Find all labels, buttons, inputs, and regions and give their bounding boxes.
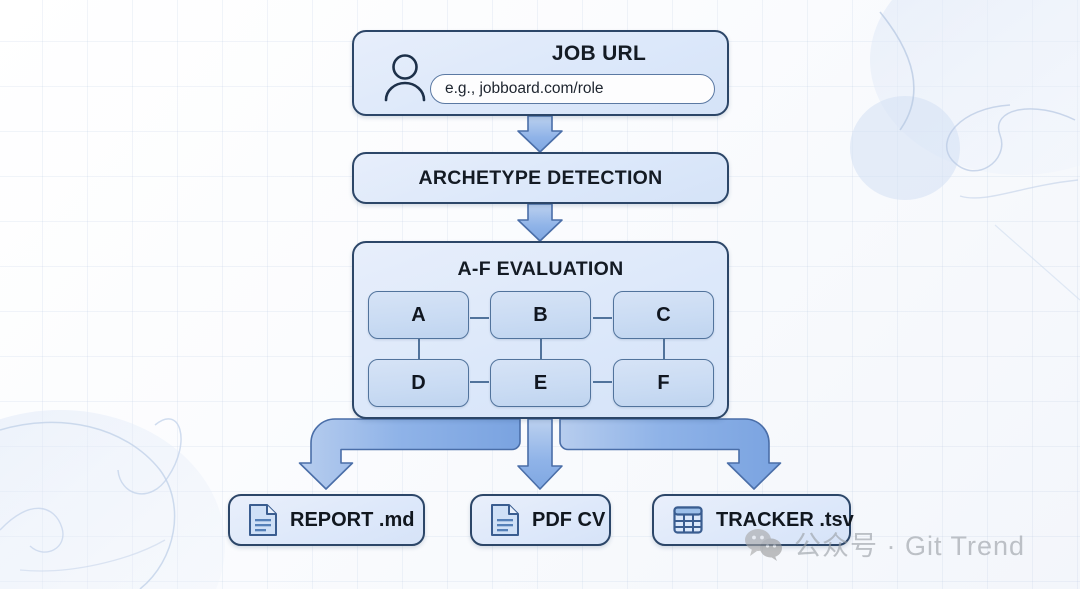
connector-d-e <box>470 381 489 383</box>
arrow-evaluation-to-report <box>298 418 521 490</box>
connector-a-b <box>470 317 489 319</box>
job-url-input[interactable]: e.g., jobboard.com/role <box>430 74 715 104</box>
output-pdf-cv[interactable]: PDF CV <box>470 494 611 546</box>
connector-b-e <box>540 339 542 359</box>
output-report-md-label: REPORT .md <box>290 508 415 531</box>
archetype-detection-box: ARCHETYPE DETECTION <box>352 152 729 204</box>
eval-cell-d-label: D <box>411 371 426 394</box>
connector-e-f <box>593 381 612 383</box>
eval-cell-f-label: F <box>657 371 670 394</box>
eval-cell-b[interactable]: B <box>490 291 591 339</box>
eval-cell-a-label: A <box>411 303 426 326</box>
eval-cell-d[interactable]: D <box>368 359 469 407</box>
eval-cell-a[interactable]: A <box>368 291 469 339</box>
watermark-text: 公众号 · Git Trend <box>794 531 1026 561</box>
job-url-title: JOB URL <box>551 42 647 65</box>
document-icon <box>491 504 519 536</box>
eval-cell-b-label: B <box>533 303 548 326</box>
arrow-archetype-to-evaluation <box>517 203 563 242</box>
af-evaluation-box: A-F EVALUATION A B C D E F <box>352 241 729 419</box>
arrow-evaluation-to-tracker <box>559 418 782 490</box>
job-url-card: JOB URL e.g., jobboard.com/role <box>352 30 729 116</box>
output-pdf-cv-label: PDF CV <box>532 508 606 531</box>
wechat-icon <box>745 528 782 561</box>
eval-cell-e[interactable]: E <box>490 359 591 407</box>
person-icon <box>384 54 426 102</box>
arrow-joburl-to-archetype <box>517 115 563 153</box>
connector-c-f <box>663 339 665 359</box>
connector-b-c <box>593 317 612 319</box>
eval-cell-f[interactable]: F <box>613 359 714 407</box>
af-evaluation-title: A-F EVALUATION <box>457 258 624 280</box>
output-tracker-tsv-label: TRACKER .tsv <box>716 508 854 531</box>
output-report-md[interactable]: REPORT .md <box>228 494 425 546</box>
eval-cell-e-label: E <box>533 371 548 394</box>
output-tracker-tsv[interactable]: TRACKER .tsv <box>652 494 854 546</box>
watermark: 公众号 · Git Trend <box>744 524 1025 563</box>
eval-cell-c-label: C <box>656 303 671 326</box>
archetype-detection-label: ARCHETYPE DETECTION <box>418 167 663 189</box>
arrow-evaluation-to-pdf <box>517 418 563 490</box>
table-icon <box>673 506 703 534</box>
connector-a-d <box>418 339 420 359</box>
document-icon <box>249 504 277 536</box>
eval-cell-c[interactable]: C <box>613 291 714 339</box>
